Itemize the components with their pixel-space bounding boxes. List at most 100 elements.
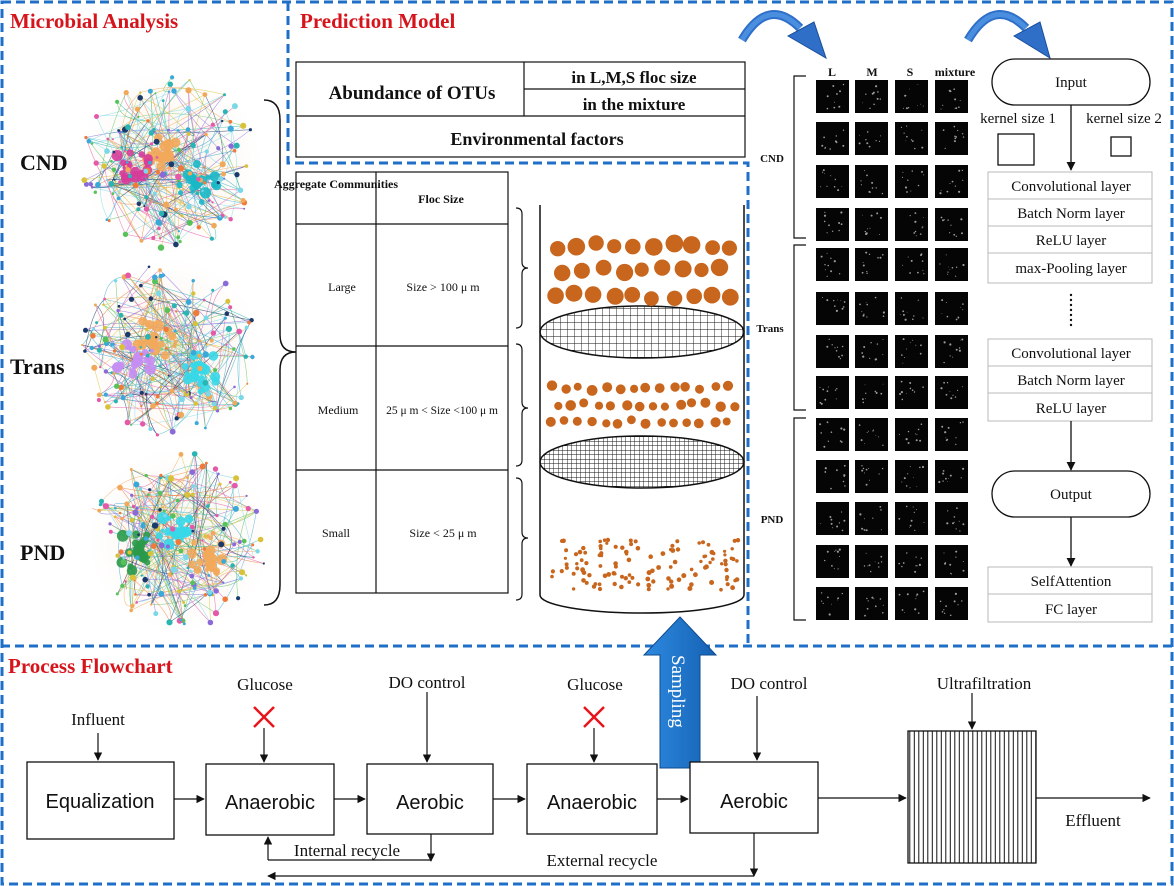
block2-layer-1: Convolutional layer xyxy=(1011,346,1131,362)
sample-image xyxy=(895,418,928,451)
block2-layer-2: Batch Norm layer xyxy=(1017,373,1124,389)
sample-image xyxy=(816,335,849,368)
do-control-label-2: DO control xyxy=(731,674,808,693)
sample-image xyxy=(855,545,888,578)
sample-image xyxy=(816,376,849,409)
network-pnd xyxy=(88,448,272,632)
fine-mesh xyxy=(539,435,745,489)
head-block xyxy=(987,566,1153,623)
sample-image xyxy=(855,80,888,113)
sample-image xyxy=(895,502,928,535)
sample-image xyxy=(816,460,849,493)
aerobic-label-1: Aerobic xyxy=(396,792,464,814)
network-label-pnd: PND xyxy=(20,540,65,565)
sample-image xyxy=(895,292,928,325)
block1-layer-3: ReLU layer xyxy=(1036,233,1106,249)
sample-image xyxy=(816,80,849,113)
input-node-label: Input xyxy=(1055,75,1087,91)
coarse-mesh xyxy=(539,305,745,359)
prediction-border-left xyxy=(286,2,750,646)
conv-block-1 xyxy=(987,171,1153,284)
kernel-1-square xyxy=(997,133,1035,166)
sample-image xyxy=(855,292,888,325)
anaerobic-box-1 xyxy=(205,763,335,836)
dose-arrows xyxy=(259,692,977,763)
small-row-name: Small xyxy=(322,526,351,540)
environmental-factors-label: Environmental factors xyxy=(450,129,623,149)
sample-image xyxy=(855,122,888,155)
grid-group-cnd: CND xyxy=(760,153,784,165)
grid-col-s: S xyxy=(907,65,914,79)
sample-image-grid xyxy=(816,80,968,620)
sample-image xyxy=(816,122,849,155)
effluent-label: Effluent xyxy=(1065,811,1121,830)
fc-layer: FC layer xyxy=(1045,602,1097,618)
influent-label: Influent xyxy=(71,710,125,729)
process-units xyxy=(26,730,1037,864)
internal-recycle-label: Internal recycle xyxy=(294,841,400,860)
sample-image xyxy=(935,248,968,281)
sample-image xyxy=(855,335,888,368)
medium-row-size: 25 μ m < Size <100 μ m xyxy=(386,405,498,417)
kernel-size-2-label: kernel size 2 xyxy=(1086,111,1162,127)
grid-group-trans: Trans xyxy=(756,323,784,335)
sample-image xyxy=(855,460,888,493)
sample-image xyxy=(935,292,968,325)
large-row-name: Large xyxy=(328,280,356,294)
floc-particles xyxy=(545,234,741,592)
grid-group-pnd: PND xyxy=(761,514,784,526)
sample-image xyxy=(935,165,968,198)
sample-image xyxy=(895,80,928,113)
microbial-analysis-title: Microbial Analysis xyxy=(10,9,178,33)
grid-col-mixture: mixture xyxy=(935,65,976,79)
anaerobic-label-2: Anaerobic xyxy=(547,792,637,814)
glucose-label-2: Glucose xyxy=(567,675,623,694)
block1-layer-2: Batch Norm layer xyxy=(1017,206,1124,222)
network-cnd xyxy=(78,70,262,254)
network-trans xyxy=(78,258,262,442)
sample-image xyxy=(855,587,888,620)
sample-image xyxy=(895,208,928,241)
sample-image xyxy=(895,460,928,493)
floc-table xyxy=(295,171,509,594)
network-label-cnd: CND xyxy=(20,150,68,175)
sampling-arrow: Sampling xyxy=(642,616,718,769)
sample-image xyxy=(895,335,928,368)
recycle-lines xyxy=(263,833,759,881)
grid-col-m: M xyxy=(866,65,877,79)
sample-image xyxy=(816,208,849,241)
block1-layer-4: max-Pooling layer xyxy=(1015,261,1126,277)
small-row-size: Size < 25 μ m xyxy=(409,526,477,540)
sample-image xyxy=(855,208,888,241)
grid-col-l: L xyxy=(828,65,836,79)
network-label-trans: Trans xyxy=(10,354,65,379)
sample-image xyxy=(855,418,888,451)
sampling-label: Sampling xyxy=(667,655,688,728)
sample-image xyxy=(816,418,849,451)
sample-image xyxy=(935,122,968,155)
glucose-label-1: Glucose xyxy=(237,675,293,694)
medium-row-name: Medium xyxy=(318,403,359,417)
anaerobic-box-2 xyxy=(526,763,658,835)
ultrafiltration-unit xyxy=(907,730,1037,864)
network-graphs xyxy=(78,70,272,632)
sample-image xyxy=(816,165,849,198)
sample-image xyxy=(816,248,849,281)
process-flowchart-title: Process Flowchart xyxy=(8,654,173,678)
sample-image xyxy=(935,418,968,451)
sample-image xyxy=(895,165,928,198)
large-row-size: Size > 100 μ m xyxy=(406,280,480,294)
aerobic-label-2: Aerobic xyxy=(720,791,788,813)
kernel-2-square xyxy=(1110,136,1132,157)
sample-image xyxy=(855,376,888,409)
grid-brackets xyxy=(793,75,806,621)
ultrafiltration-label: Ultrafiltration xyxy=(937,674,1032,693)
mixture-input: in the mixture xyxy=(583,95,686,114)
aerobic-box-1 xyxy=(366,763,494,835)
kernel-size-1-label: kernel size 1 xyxy=(980,111,1056,127)
sample-image xyxy=(816,502,849,535)
sample-image xyxy=(895,545,928,578)
